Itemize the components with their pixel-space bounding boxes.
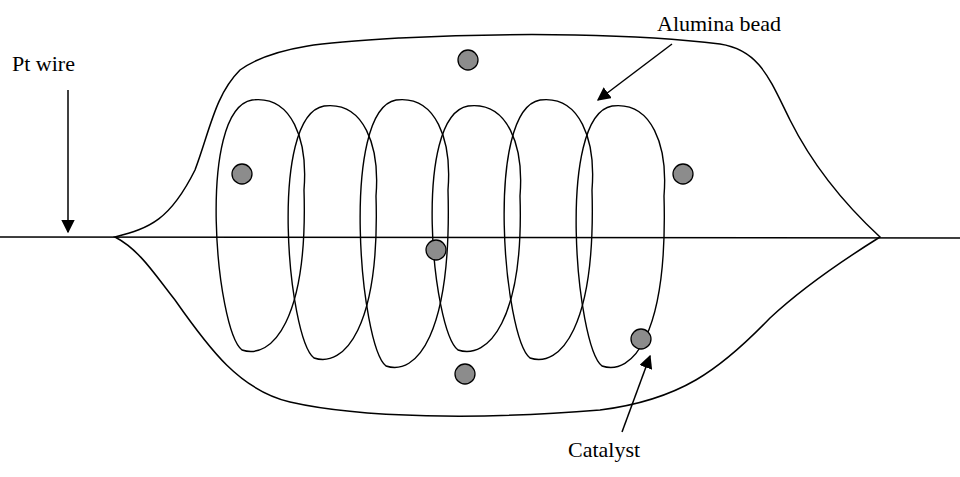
bead-label: Alumina bead: [655, 12, 783, 36]
catalyst-particles: [232, 50, 693, 384]
wire-label: Pt wire: [10, 52, 77, 76]
pt-coil: [216, 100, 664, 368]
pt-wire: [0, 237, 960, 238]
coil-winding: [504, 100, 592, 360]
leader-arrow: [67, 90, 69, 232]
coil-winding: [288, 106, 376, 360]
coil-winding: [576, 106, 664, 368]
catalyst-label: Catalyst: [566, 438, 642, 462]
leader-arrow: [598, 44, 672, 100]
coil-winding: [360, 100, 448, 368]
alumina-bead: [115, 35, 880, 416]
coil-winding: [432, 106, 520, 352]
leader-arrow: [622, 356, 650, 432]
coil-winding: [216, 100, 304, 352]
